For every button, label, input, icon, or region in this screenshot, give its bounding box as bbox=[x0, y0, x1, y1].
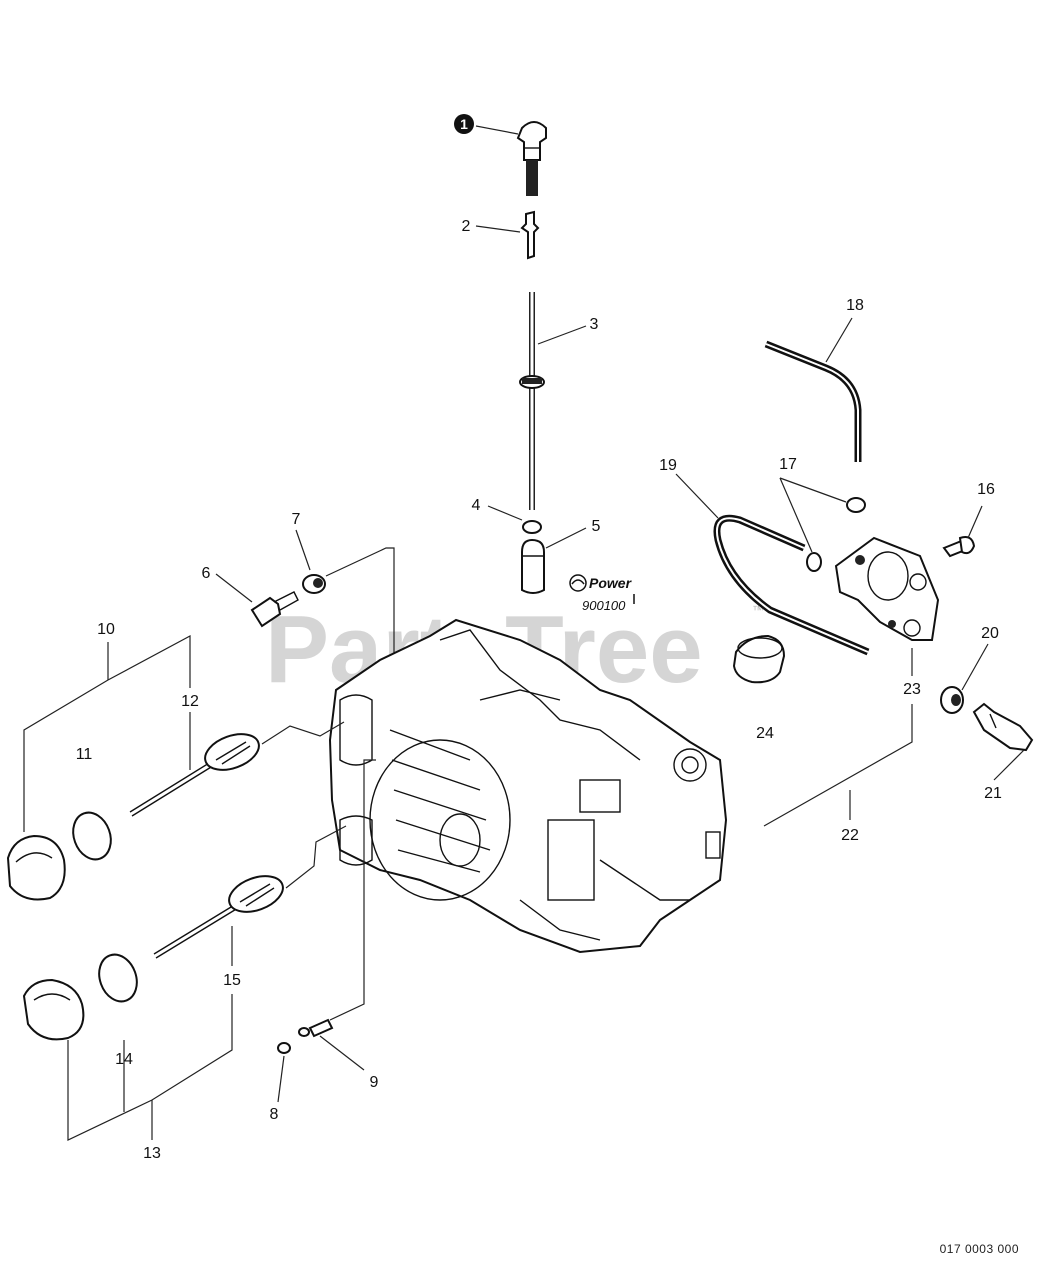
part-2-connector[interactable] bbox=[520, 210, 540, 260]
part-13-cap-lower[interactable] bbox=[22, 978, 85, 1041]
drawing-code: 017 0003 000 bbox=[939, 1242, 1019, 1256]
part-7-washer[interactable] bbox=[302, 574, 326, 594]
part-11-cap-upper[interactable] bbox=[6, 834, 66, 901]
part-6-screw[interactable] bbox=[250, 591, 299, 628]
part-20-washer[interactable] bbox=[940, 686, 964, 714]
part-3-oil-hose[interactable] bbox=[519, 292, 545, 510]
part-24-sleeve[interactable] bbox=[732, 634, 786, 684]
part-12-oring-upper[interactable] bbox=[67, 807, 117, 864]
callout-1[interactable]: 1 bbox=[454, 114, 474, 134]
callout-10: 10 bbox=[97, 621, 115, 638]
part-8-washer[interactable] bbox=[277, 1042, 291, 1054]
callout-11: 11 bbox=[76, 746, 93, 763]
callout-19: 19 bbox=[659, 457, 677, 474]
part-1-breather[interactable] bbox=[516, 121, 547, 196]
part-17-seal-a[interactable] bbox=[846, 497, 866, 513]
callout-24: 24 bbox=[756, 725, 774, 742]
callout-6: 6 bbox=[202, 565, 211, 582]
part-crankcase[interactable] bbox=[328, 618, 728, 954]
callout-8: 8 bbox=[270, 1106, 279, 1123]
part-17-seal-b[interactable] bbox=[806, 552, 822, 572]
part-14-oring-lower[interactable] bbox=[93, 949, 143, 1006]
callout-2: 2 bbox=[462, 218, 471, 235]
part-4-ring[interactable] bbox=[522, 520, 542, 534]
callout-15: 15 bbox=[223, 972, 241, 989]
callout-5: 5 bbox=[592, 518, 601, 535]
callout-13: 13 bbox=[143, 1145, 161, 1162]
callout-20: 20 bbox=[981, 625, 999, 642]
callout-7: 7 bbox=[292, 511, 301, 528]
callout-16: 16 bbox=[977, 481, 995, 498]
callout-4: 4 bbox=[472, 497, 481, 514]
part-5-filter[interactable] bbox=[521, 538, 545, 594]
part-9-screw[interactable] bbox=[298, 1018, 334, 1038]
callout-17: 17 bbox=[779, 456, 797, 473]
part-15-dipstick-lower[interactable] bbox=[153, 825, 347, 959]
callout-leaders bbox=[23, 125, 1025, 1141]
svg-text:900100: 900100 bbox=[582, 598, 626, 613]
callout-14: 14 bbox=[115, 1051, 133, 1068]
svg-text:1: 1 bbox=[460, 116, 468, 132]
callout-9: 9 bbox=[370, 1074, 379, 1091]
callout-23: 23 bbox=[903, 681, 921, 698]
callout-12: 12 bbox=[181, 693, 199, 710]
callout-22: 22 bbox=[841, 827, 859, 844]
callout-21: 21 bbox=[984, 785, 1002, 802]
callout-18: 18 bbox=[846, 297, 864, 314]
part-16-screw[interactable] bbox=[942, 536, 976, 558]
callout-labels: 2 3 4 5 6 7 8 9 10 11 12 13 14 15 16 17 … bbox=[76, 218, 1002, 1162]
power-badge: Power 900100 bbox=[569, 574, 635, 613]
part-12-dipstick-upper[interactable] bbox=[129, 721, 345, 817]
part-23-oil-pump[interactable] bbox=[834, 536, 940, 641]
callout-3: 3 bbox=[590, 316, 599, 333]
part-21-pin[interactable] bbox=[972, 702, 1034, 752]
svg-text:Power: Power bbox=[589, 575, 633, 591]
